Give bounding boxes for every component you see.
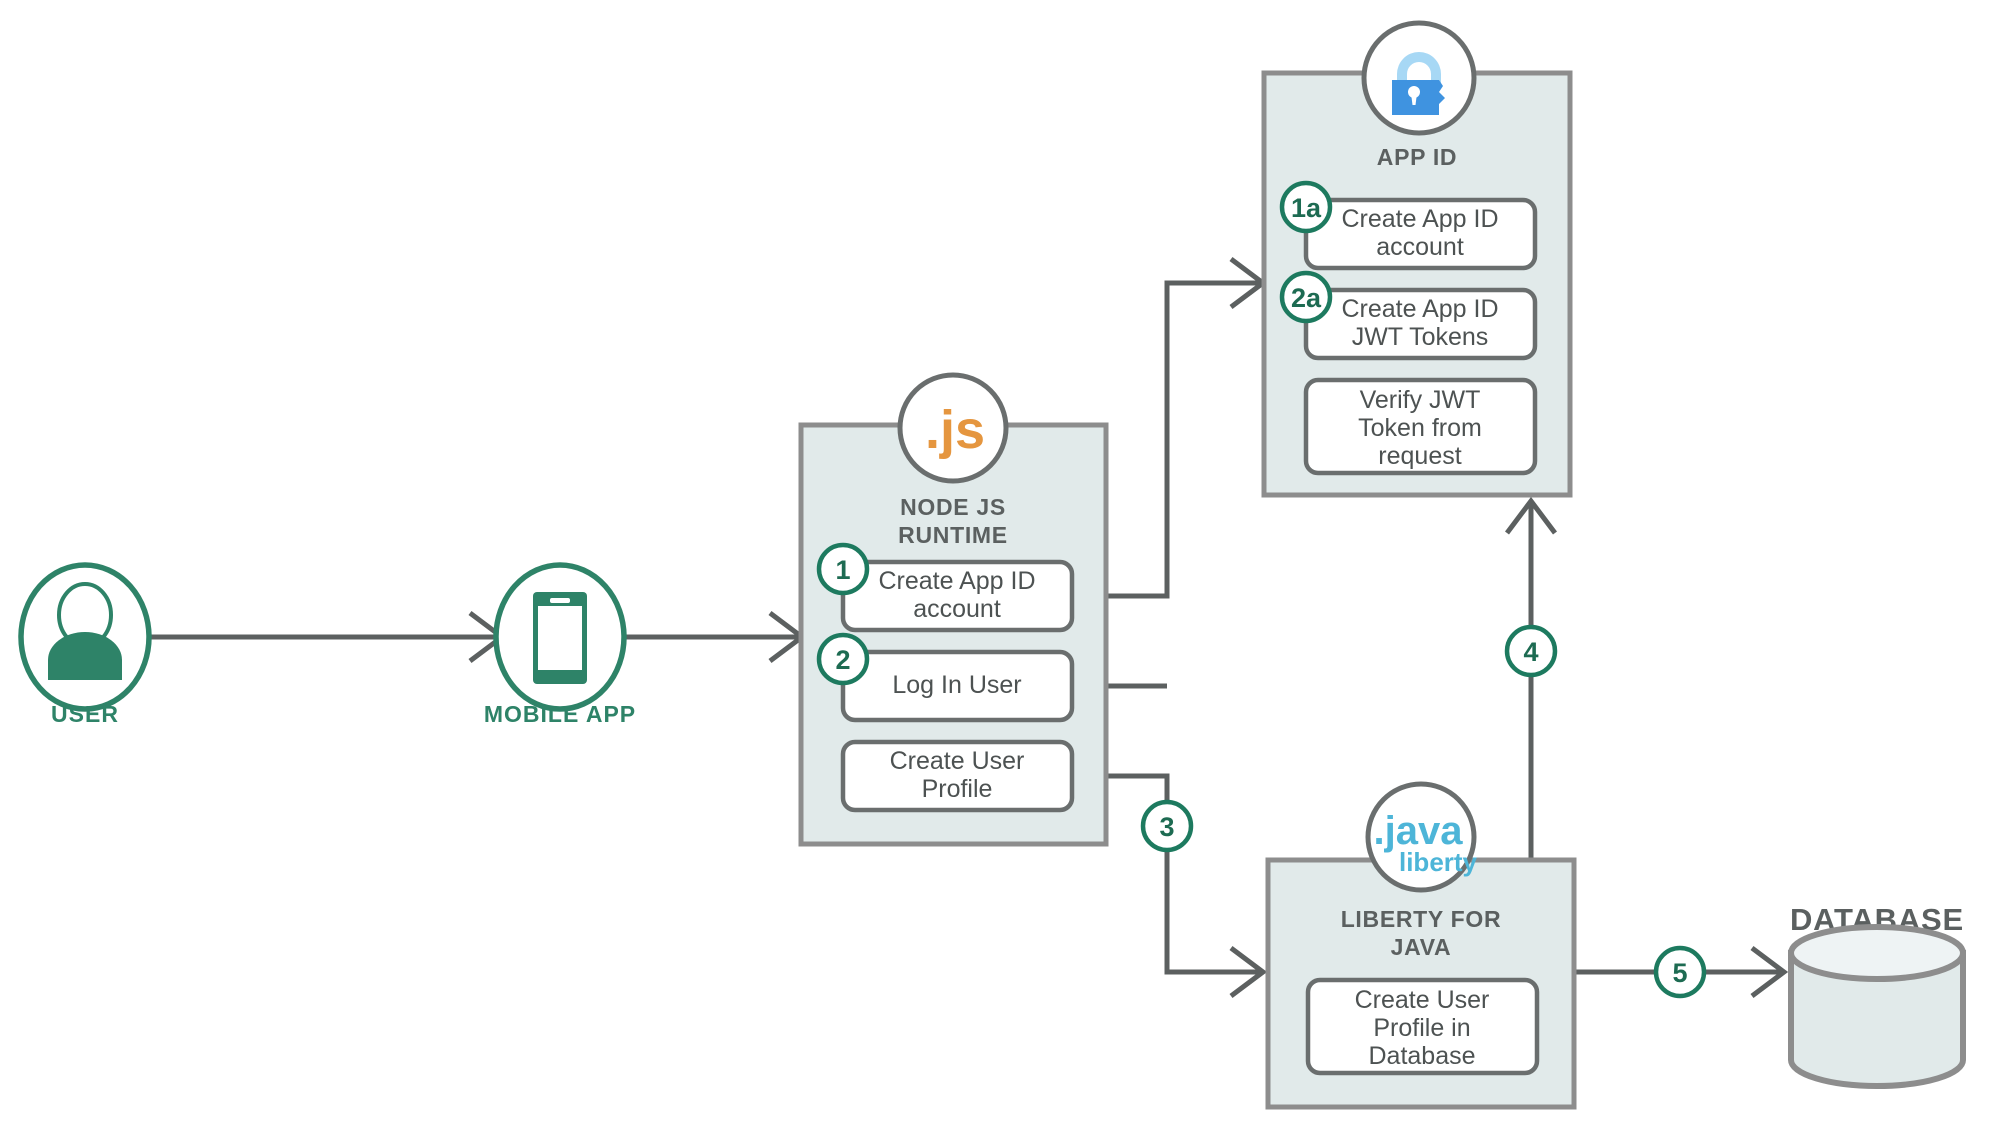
database-cylinder-icon[interactable]: DATABASE [1788,902,1966,1089]
task-create-app-id-account-appid[interactable]: Create App ID account [1303,197,1538,271]
task-line3: Database [1368,1042,1475,1070]
mobile-app-label: MOBILE APP [484,701,636,727]
task-line3: request [1378,442,1461,470]
badge-label: 3 [1159,812,1174,842]
app-id-panel[interactable]: APP ID Create App ID account 1a Create A… [1261,70,1573,498]
user-icon [48,582,122,680]
task-line1: Create App ID [1341,295,1498,323]
liberty-label-line2: JAVA [1391,934,1452,960]
actor-user[interactable]: USER [18,562,152,727]
task-line1: Create User [1355,986,1490,1014]
step-badge-2a: 2a [1279,270,1333,324]
badge-label: 4 [1523,637,1538,667]
java-logo-line1: .java [1374,809,1464,853]
task-create-app-id-account-node[interactable]: Create App ID account [840,559,1075,633]
java-logo-line2: liberty [1399,847,1478,877]
liberty-for-java-panel[interactable]: LIBERTY FOR JAVA Create User Profile in … [1265,857,1577,1110]
java-liberty-logo-icon: .java liberty [1365,781,1478,893]
step-badge-5: 5 [1653,945,1707,999]
node-js-label-line2: RUNTIME [898,522,1008,548]
task-create-user-profile[interactable]: Create User Profile [840,739,1075,813]
task-line1: Verify JWT [1360,386,1481,414]
app-id-label: APP ID [1377,144,1457,170]
step-badge-4: 4 [1504,624,1558,678]
task-create-app-id-jwt-tokens[interactable]: Create App ID JWT Tokens [1303,287,1538,361]
task-line1: Create App ID [1341,205,1498,233]
task-line2: JWT Tokens [1352,323,1489,351]
user-label: USER [51,701,119,727]
task-line2: Token from [1358,414,1482,442]
task-line2: Profile [922,775,993,803]
badge-label: 1 [835,555,850,585]
badge-label: 2a [1291,283,1322,313]
task-line1: Create App ID [878,567,1035,595]
task-line2: account [1376,233,1464,261]
node-js-label-line1: NODE JS [900,494,1006,520]
mobile-phone-icon [533,592,587,684]
badge-label: 1a [1291,193,1322,223]
step-badge-2: 2 [816,632,870,686]
task-verify-jwt-token[interactable]: Verify JWT Token from request [1303,377,1538,476]
step-badge-1a: 1a [1279,180,1333,234]
nodejs-logo-text: .js [925,400,985,460]
liberty-label-line1: LIBERTY FOR [1341,906,1502,932]
connector-nodejs-to-liberty [1072,773,1268,998]
connector-liberty-to-appid [1505,496,1557,860]
step-badge-1: 1 [816,542,870,596]
actor-mobile-app[interactable]: MOBILE APP [484,562,636,727]
task-line2: account [913,595,1001,623]
task-line1: Create User [890,747,1025,775]
badge-label: 5 [1672,958,1687,988]
nodejs-logo-icon: .js [897,372,1009,484]
step-badge-3: 3 [1140,799,1194,853]
padlock-profile-icon [1361,20,1477,136]
task-log-in-user[interactable]: Log In User [840,649,1075,723]
task-line2: Profile in [1373,1014,1470,1042]
task-create-user-profile-in-database[interactable]: Create User Profile in Database [1305,977,1540,1076]
connector-user-to-mobile [150,611,507,663]
node-js-runtime-panel[interactable]: NODE JS RUNTIME Create App ID account 1 … [798,422,1109,847]
task-line1: Log In User [892,671,1021,699]
connector-mobile-to-nodejs [620,611,807,663]
badge-label: 2 [835,645,850,675]
